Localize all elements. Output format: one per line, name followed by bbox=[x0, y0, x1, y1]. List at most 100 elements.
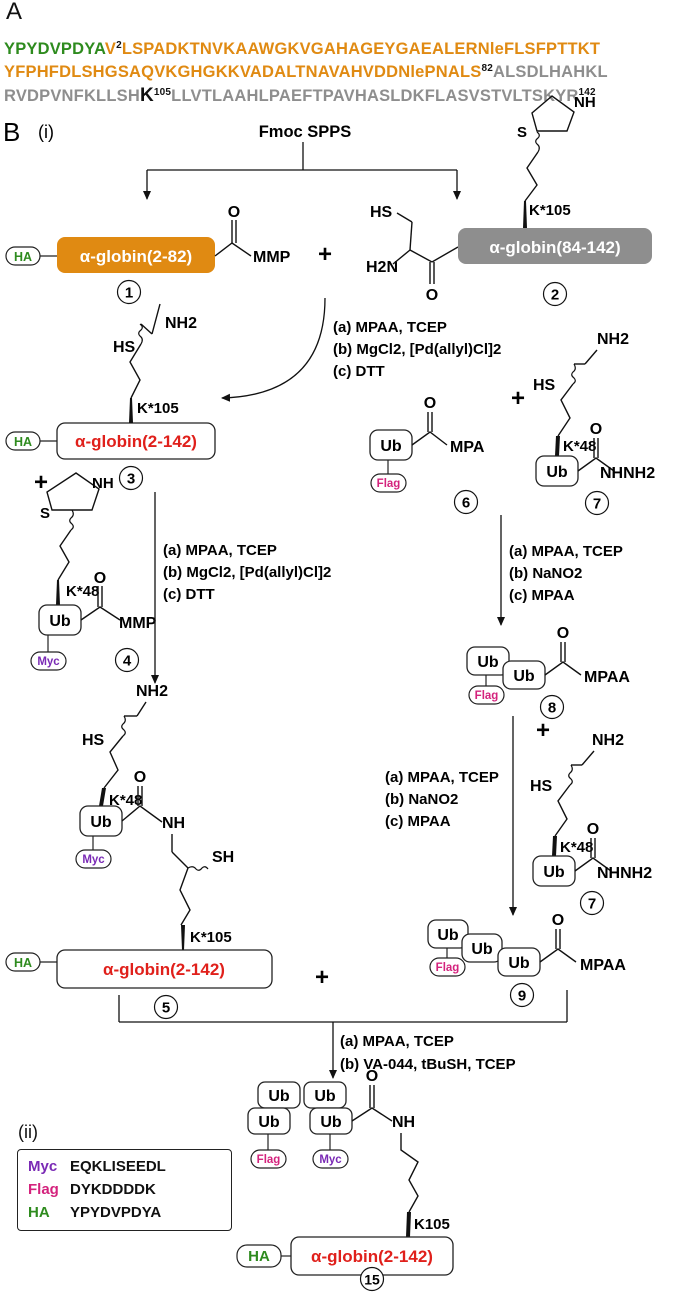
ub-label: Ub bbox=[513, 668, 535, 685]
flag-tag-label: Flag bbox=[436, 962, 460, 974]
compound-number-6: 6 bbox=[462, 495, 470, 512]
ub-label: Ub bbox=[508, 955, 530, 972]
condition-3b: (b) NaNO2 bbox=[509, 565, 582, 582]
ha-tag bbox=[5, 952, 41, 972]
residue-v2: V bbox=[104, 40, 117, 58]
compound-number-9: 9 bbox=[518, 988, 526, 1005]
amide-nh: NH bbox=[392, 1114, 415, 1131]
flag-tag-label: Flag bbox=[475, 690, 499, 702]
panel-letter-a: A bbox=[6, 0, 23, 25]
ub-label: Ub bbox=[49, 613, 71, 630]
myc-tag-label: Myc bbox=[37, 656, 60, 668]
compound-5: NH2 HS K*48 Ub O NH SH K*105 HA α-globin… bbox=[5, 683, 273, 1020]
myc-tag-label: Myc bbox=[319, 1154, 342, 1166]
residue-number-105: 105 bbox=[153, 87, 172, 98]
residue-number-142: 142 bbox=[578, 87, 596, 98]
ub-label: Ub bbox=[546, 464, 568, 481]
carbonyl-o: O bbox=[94, 570, 106, 587]
plus-sign: + bbox=[536, 717, 550, 744]
compound-number-circle bbox=[453, 489, 479, 515]
condition-1b: (b) MgCl2, [Pd(allyl)Cl]2 bbox=[333, 341, 501, 358]
compound-number-circle bbox=[153, 994, 179, 1020]
legend-row-myc: Myc EQKLISEEDL bbox=[28, 1158, 166, 1175]
mpaa-group: MPAA bbox=[580, 957, 626, 974]
legend-sequence: EQKLISEEDL bbox=[70, 1158, 166, 1175]
condition-4a: (a) MPAA, TCEP bbox=[385, 769, 499, 786]
ha-tag-label: HA bbox=[14, 250, 32, 264]
compound-number-circle bbox=[542, 281, 568, 307]
k48-label: K*48 bbox=[66, 583, 99, 600]
myc-tag bbox=[30, 651, 67, 671]
thiazolidine-nh: NH bbox=[574, 94, 596, 111]
mmp-group: MMP bbox=[119, 615, 157, 632]
amine-nh2: NH2 bbox=[165, 315, 197, 332]
k105-label: K105 bbox=[414, 1216, 450, 1233]
carbonyl-o: O bbox=[366, 1068, 378, 1085]
globin-2-142-box bbox=[56, 422, 216, 460]
ub-label: Ub bbox=[471, 941, 493, 958]
ha-tag-sequence: YPYDVPDYA bbox=[4, 40, 105, 58]
globin-2-142-label: α-globin(2-142) bbox=[75, 432, 197, 451]
ub-box bbox=[461, 933, 503, 963]
mmp-group: MMP bbox=[253, 249, 291, 266]
amine-nh2: NH2 bbox=[136, 683, 168, 700]
compound-3: HA α-globin(2-142) K*105 HS NH2 3 bbox=[5, 303, 216, 491]
compound-number-circle bbox=[579, 890, 605, 916]
carbonyl-o: O bbox=[557, 625, 569, 642]
globin-sequence-part-2: YFPHFDLSHGSAQVKGHGKKVADALTNAVAHVDDNlePNA… bbox=[4, 63, 482, 81]
thiol-hs: HS bbox=[370, 204, 393, 221]
plus-sign: + bbox=[511, 385, 525, 412]
compound-number-4: 4 bbox=[123, 653, 132, 670]
carbonyl-o: O bbox=[134, 769, 146, 786]
legend-tag: Myc bbox=[28, 1158, 58, 1175]
thiol-hs: HS bbox=[113, 339, 136, 356]
k48-label: K*48 bbox=[109, 792, 142, 809]
thiol-hs: HS bbox=[530, 778, 553, 795]
plus-sign: + bbox=[34, 469, 48, 496]
mpa-group: MPA bbox=[450, 439, 485, 456]
condition-4c: (c) MPAA bbox=[385, 813, 451, 830]
compound-number-circle bbox=[584, 490, 610, 516]
globin-sequence-part-4: RVDPVNFKLLSH bbox=[4, 87, 140, 105]
condition-4b: (b) NaNO2 bbox=[385, 791, 458, 808]
compound-4: S NH K*48 Ub O MMP Myc 4 bbox=[30, 472, 157, 673]
ub-box bbox=[247, 1107, 291, 1135]
fmoc-split-arrows bbox=[143, 142, 461, 200]
compound-7-second: NH2 HS K*48 Ub O NHNH2 7 bbox=[530, 732, 652, 916]
ub-label: Ub bbox=[314, 1088, 336, 1105]
carbonyl-o: O bbox=[228, 204, 240, 221]
k48-label: K*48 bbox=[560, 839, 593, 856]
carbonyl-o: O bbox=[552, 912, 564, 929]
myc-tag bbox=[312, 1149, 349, 1169]
condition-3c: (c) MPAA bbox=[509, 587, 575, 604]
carbonyl-o: O bbox=[426, 287, 438, 304]
ub-label: Ub bbox=[437, 927, 459, 944]
thioester-bond bbox=[214, 242, 252, 257]
condition-1a: (a) MPAA, TCEP bbox=[333, 319, 447, 336]
ub-label: Ub bbox=[380, 438, 402, 455]
globin-84-142-box bbox=[458, 228, 652, 264]
compound-number-circle bbox=[359, 1266, 385, 1292]
residue-number-82: 82 bbox=[481, 63, 493, 74]
plus-sign: + bbox=[315, 964, 329, 991]
thiol-sh: SH bbox=[212, 849, 234, 866]
ligation-arrow-1 bbox=[221, 297, 326, 402]
flag-tag bbox=[429, 957, 466, 977]
k105-label: K*105 bbox=[137, 400, 179, 417]
globin-sequence-part-5: LLVTLAAHLPAEFTPAVHASLDKFLASVSTVLTSKYR bbox=[171, 87, 579, 105]
compound-number-circle bbox=[509, 982, 535, 1008]
thiazolidine-s: S bbox=[517, 124, 527, 141]
globin-2-142-box bbox=[56, 949, 273, 989]
mpaa-group: MPAA bbox=[584, 669, 630, 686]
sequence-line-2: YFPHFDLSHGSAQVKGHGKKVADALTNAVAHVDDNlePNA… bbox=[4, 60, 608, 81]
hydrazide-group: NHNH2 bbox=[600, 465, 655, 482]
k105-label: K*105 bbox=[190, 929, 232, 946]
compound-15: Ub Ub Ub Ub Flag Myc O NH K105 HA α-glob… bbox=[236, 1068, 454, 1292]
ub-label: Ub bbox=[90, 814, 112, 831]
residue-k105: K bbox=[139, 85, 154, 106]
globin-84-142-label: α-globin(84-142) bbox=[489, 238, 620, 257]
compound-7-top: NH2 HS K*48 Ub O NHNH2 7 bbox=[533, 331, 655, 516]
